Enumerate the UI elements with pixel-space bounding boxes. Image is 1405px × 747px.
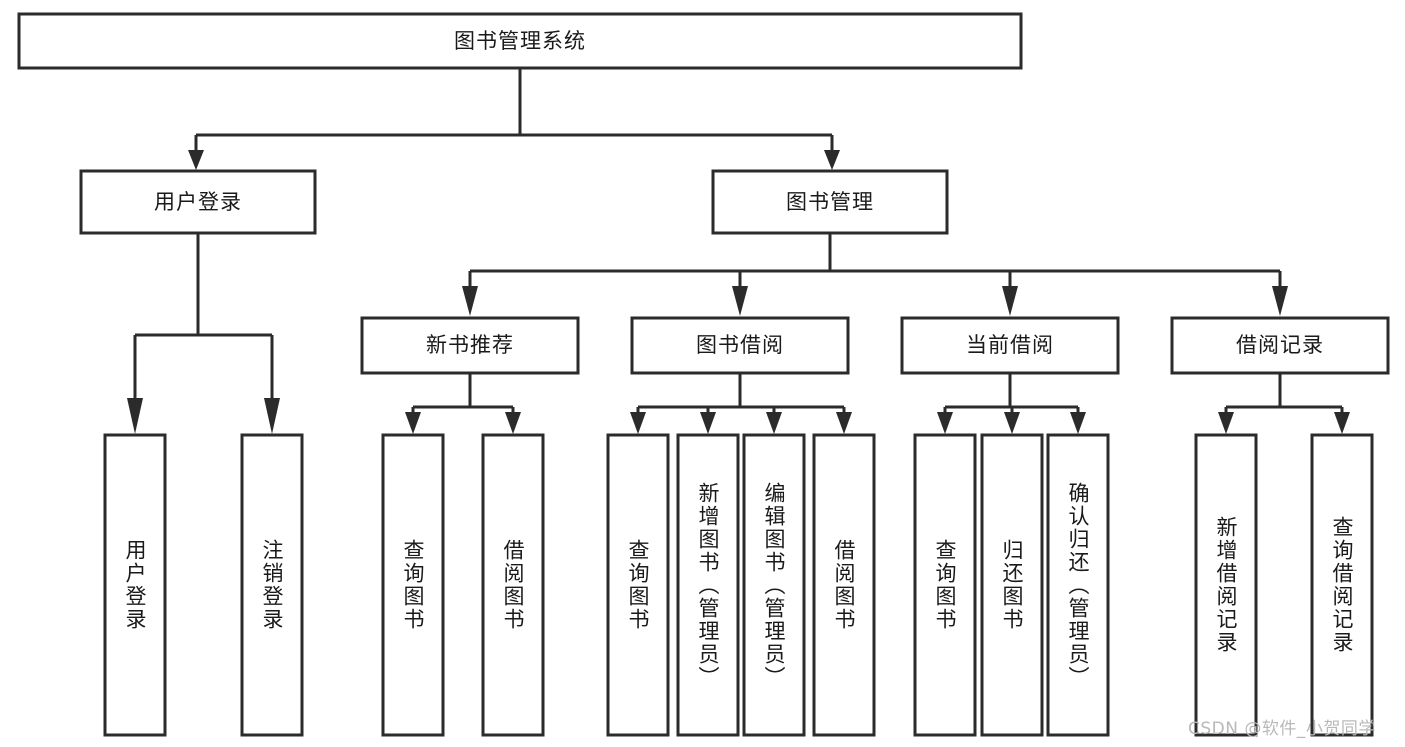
arrow-head-leaf-edit-book [766, 412, 782, 434]
arrow-head-leaf-add-book [700, 412, 716, 434]
arrow-head-borrow-record [1272, 286, 1288, 316]
arrow-head-leaf-query-book-3 [937, 412, 953, 434]
node-box-book-borrow[interactable] [630, 316, 850, 375]
arrow-head-new-book-recommend [462, 286, 478, 316]
arrow-head-leaf-query-book-1 [405, 412, 421, 434]
leaf-box-logout[interactable] [240, 433, 304, 737]
node-box-book-manage[interactable] [711, 169, 949, 235]
leaf-box-query-book-1[interactable] [381, 433, 445, 737]
arrow-head-leaf-borrow-book-1 [505, 412, 521, 434]
arrow-head-leaf-user-login [127, 398, 143, 434]
arrow-head-leaf-query-book-2 [630, 412, 646, 434]
leaf-box-borrow-book-2[interactable] [812, 433, 876, 737]
node-box-current-borrow[interactable] [900, 316, 1120, 375]
arrow-head-leaf-add-record [1218, 412, 1234, 434]
leaf-box-query-book-2[interactable] [606, 433, 670, 737]
leaf-box-add-record[interactable] [1194, 433, 1258, 737]
arrow-head-current-borrow [1002, 286, 1018, 316]
node-box-borrow-record[interactable] [1170, 316, 1390, 375]
node-box-root[interactable] [17, 12, 1023, 70]
leaf-box-confirm-return[interactable] [1046, 433, 1110, 737]
arrow-head-leaf-confirm-return [1070, 412, 1086, 434]
arrow-head-leaf-query-record [1334, 412, 1350, 434]
arrow-head-leaf-borrow-book-2 [836, 412, 852, 434]
leaf-box-add-book[interactable] [676, 433, 740, 737]
leaf-box-return-book[interactable] [980, 433, 1044, 737]
arrow-head-user-login [188, 150, 204, 170]
arrow-head-leaf-return-book [1004, 412, 1020, 434]
leaf-box-user-login[interactable] [103, 433, 167, 737]
arrow-head-leaf-logout [264, 398, 280, 434]
arrow-head-book-borrow [732, 286, 748, 316]
leaf-box-borrow-book-1[interactable] [481, 433, 545, 737]
leaf-box-query-record[interactable] [1310, 433, 1374, 737]
node-box-user-login[interactable] [79, 169, 317, 235]
node-box-new-book-recommend[interactable] [360, 316, 580, 375]
leaf-box-query-book-3[interactable] [913, 433, 977, 737]
arrow-head-book-manage [824, 150, 840, 170]
leaf-box-edit-book[interactable] [742, 433, 806, 737]
